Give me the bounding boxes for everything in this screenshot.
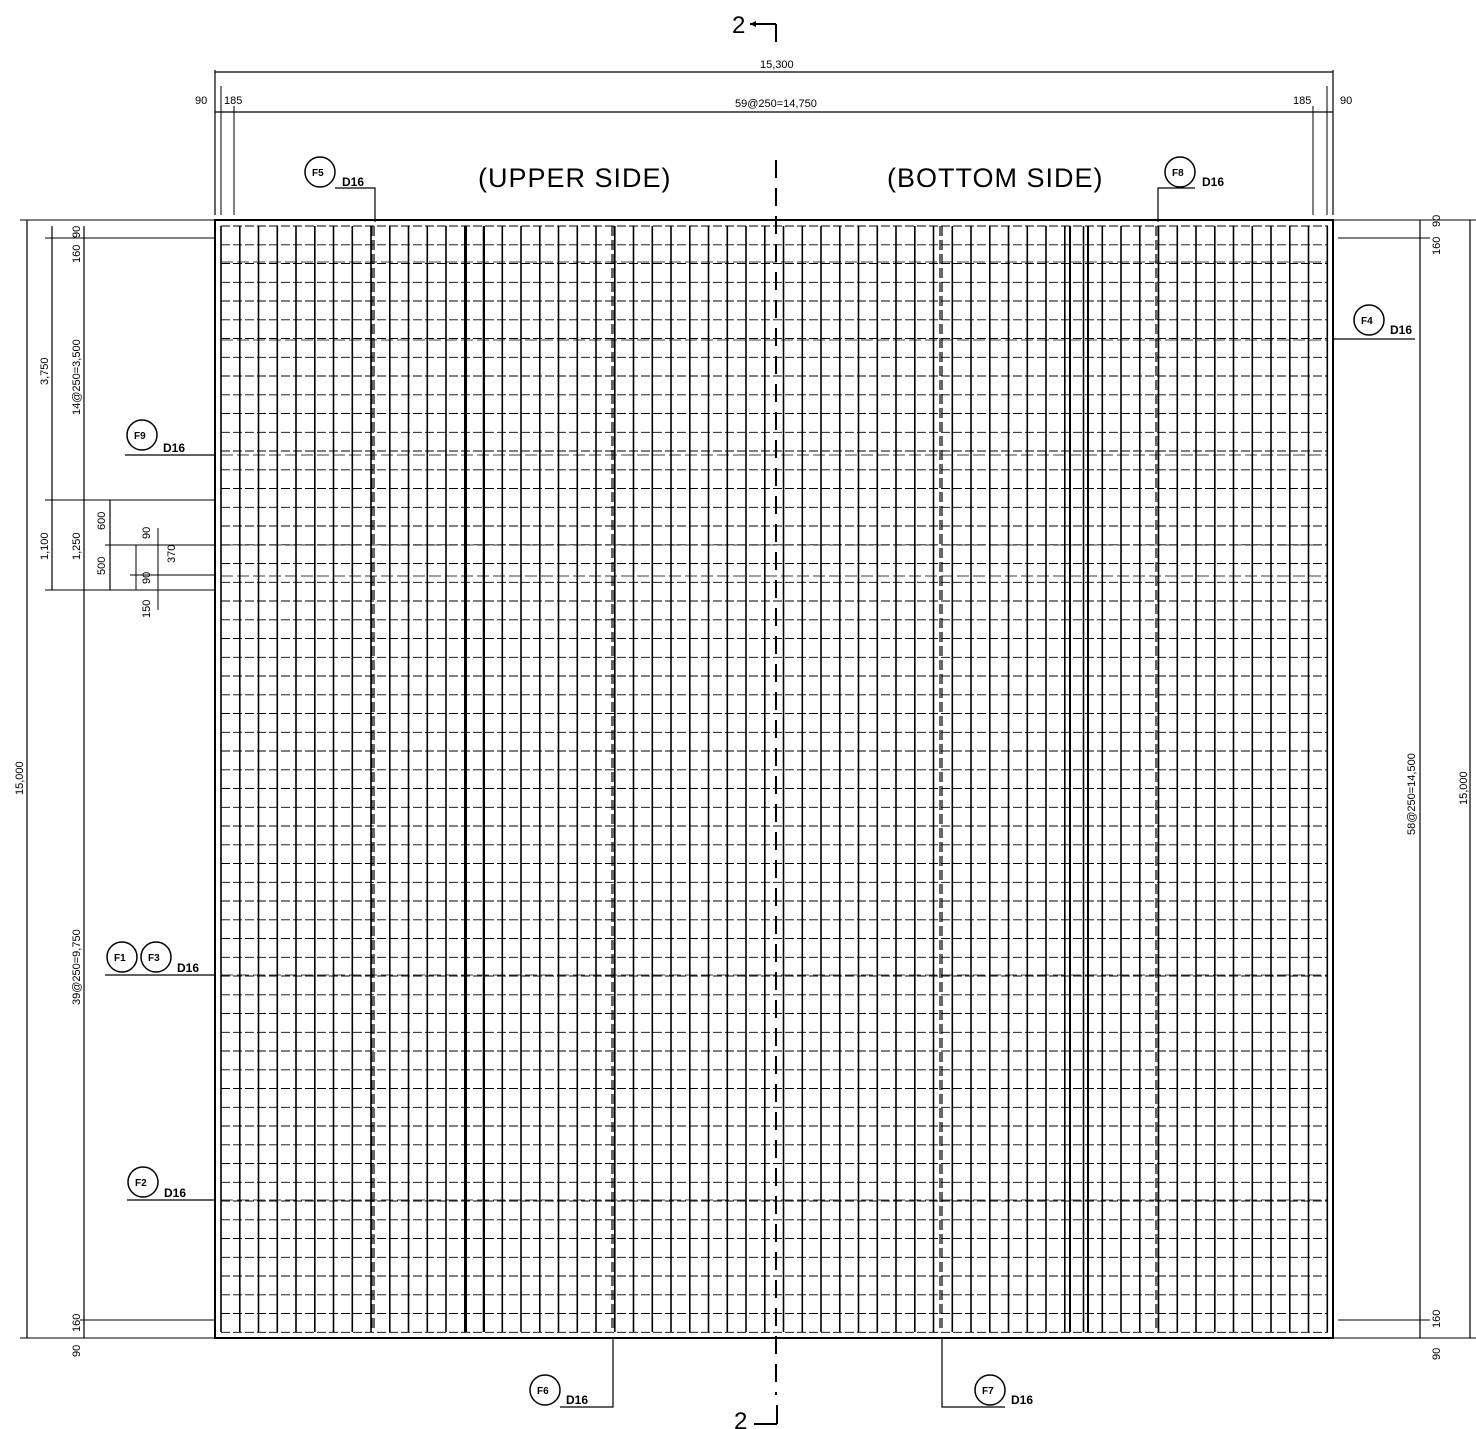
section-bottom-label: 2: [734, 1408, 747, 1429]
tag-f4: F4: [1361, 316, 1373, 327]
dim-right-cover: 90: [1340, 95, 1352, 107]
dim-left-zone-b: 1,100: [39, 532, 51, 560]
left-dimensions: 90 160 3,750 14@250=3,500 1,100 1,250 60…: [14, 219, 215, 1357]
dim-right-top-edge: 160: [1431, 237, 1443, 255]
dim-left-zone-a-spacing: 14@250=3,500: [71, 339, 83, 415]
callout-f1-f3: F1 F3 D16: [105, 941, 215, 976]
callout-f6: F6 D16: [529, 1338, 614, 1408]
right-dimensions: 90 160 58@250=14,500 15,000 160 90: [1333, 215, 1476, 1360]
dim-left-top-edge: 160: [71, 245, 83, 263]
dia-f7: D16: [1011, 1393, 1033, 1407]
dim-left-bottom-cover: 90: [71, 1345, 83, 1357]
dim-left-zone-b2: 1,250: [71, 532, 83, 560]
section-mark-bottom: 2: [734, 1405, 778, 1429]
dim-left-150: 150: [141, 600, 153, 618]
dim-left-500: 500: [96, 557, 108, 575]
dim-left-600: 600: [96, 512, 108, 530]
tag-f6: F6: [537, 1386, 549, 1397]
dim-left-zone-a: 3,750: [39, 357, 51, 385]
dia-f2: D16: [164, 1186, 186, 1200]
dim-right-bottom-cover: 90: [1431, 1348, 1443, 1360]
dia-f4: D16: [1390, 323, 1412, 337]
dim-left-edge: 185: [224, 95, 242, 107]
dim-right-bottom-edge: 160: [1431, 1310, 1443, 1328]
callout-f9: F9 D16: [125, 419, 215, 456]
bottom-side-label: (BOTTOM SIDE): [887, 163, 1104, 193]
dim-right-spacing: 58@250=14,500: [1406, 753, 1418, 835]
section-mark-top: 2: [732, 12, 777, 42]
dia-f5: D16: [342, 175, 364, 189]
rebar-grid: [220, 225, 1329, 1333]
section-top-label: 2: [732, 12, 745, 39]
callout-f7: F7 D16: [941, 1338, 1033, 1408]
upper-side-label: (UPPER SIDE): [478, 163, 672, 193]
dim-top-spacing: 59@250=14,750: [735, 98, 817, 110]
dim-left-90a: 90: [141, 527, 153, 539]
tag-f9: F9: [134, 431, 146, 442]
dim-overall-width: 15,300: [760, 59, 794, 71]
tag-f5: F5: [312, 168, 324, 179]
dim-left-370: 370: [166, 545, 178, 563]
tag-f1: F1: [114, 953, 126, 964]
slab-outline: [214, 219, 1334, 1339]
callout-f8: F8 D16: [1157, 156, 1224, 222]
dim-left-bottom-edge: 160: [71, 1314, 83, 1332]
callout-f4: F4 D16: [1333, 304, 1415, 340]
dim-right-top-cover: 90: [1431, 215, 1443, 227]
dia-f6: D16: [566, 1393, 588, 1407]
callout-f5: F5 D16: [304, 156, 376, 222]
tag-f3: F3: [148, 953, 160, 964]
dim-left-overall: 15,000: [14, 761, 26, 795]
dim-left-90b: 90: [141, 572, 153, 584]
dia-f1-f3: D16: [177, 961, 199, 975]
dim-right-edge: 185: [1293, 95, 1311, 107]
dim-left-top-cover: 90: [71, 226, 83, 238]
dim-left-lower-spacing: 39@250=9,750: [71, 929, 83, 1005]
tag-f8: F8: [1172, 168, 1184, 179]
tag-f7: F7: [982, 1386, 994, 1397]
top-dimensions: 15,300 90 185 59@250=14,750 185 90: [195, 59, 1352, 215]
tag-f2: F2: [135, 1178, 147, 1189]
dia-f8: D16: [1202, 175, 1224, 189]
dim-right-overall: 15,000: [1458, 771, 1470, 805]
callout-f2: F2 D16: [127, 1166, 215, 1201]
dim-left-cover: 90: [195, 95, 207, 107]
dia-f9: D16: [163, 441, 185, 455]
